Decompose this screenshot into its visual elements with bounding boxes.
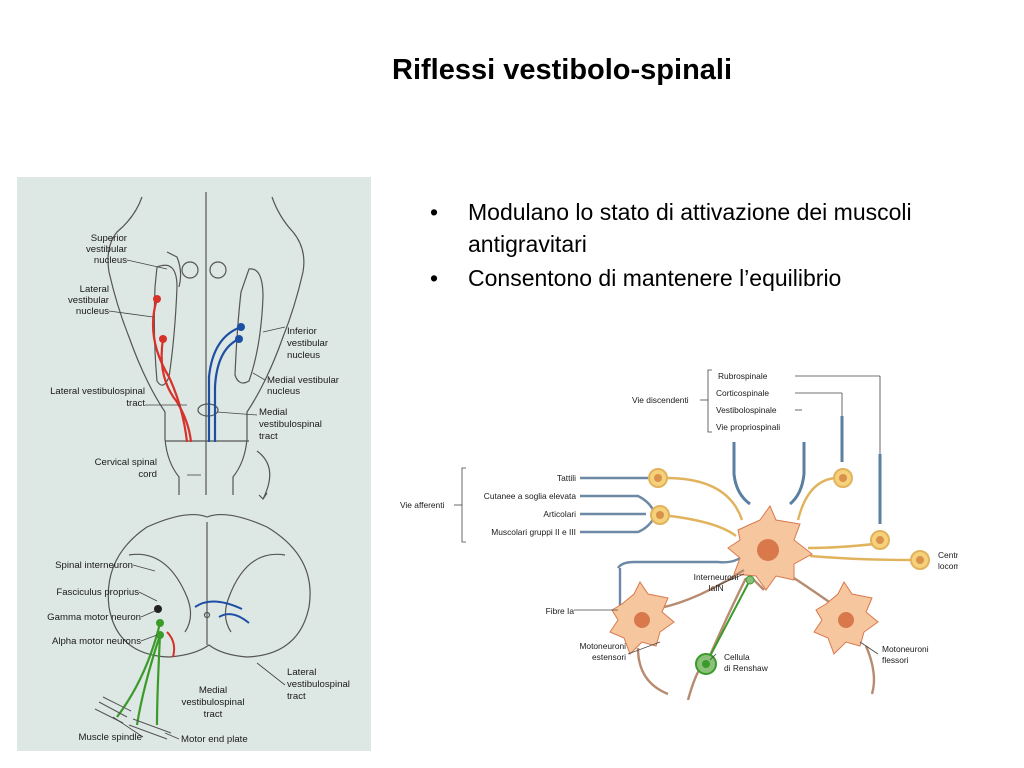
label-gamma: Gamma motor neuron (47, 612, 141, 623)
main-interneuron (727, 504, 813, 591)
label-med-tract-b3: tract (204, 709, 223, 720)
leader-lines (108, 259, 286, 740)
bullet-list: • Modulano lo stato di attivazione dei mu… (430, 196, 990, 296)
vestibulospinal-anatomy-figure: Superior vestibular nucleus Lateral vest… (17, 177, 371, 751)
label-centri-1: Centri spinali (938, 550, 958, 560)
label-mvst-1: Medial (259, 407, 287, 418)
label-vie-propriospinali: Vie propriospinali (716, 422, 780, 432)
label-motor-end-plate: Motor end plate (181, 734, 248, 745)
descending-bracket (700, 369, 881, 524)
label-moto-fl-1: Motoneuroni (882, 644, 929, 654)
motoneuron-estensori (609, 581, 675, 655)
label-superior-3: nucleus (94, 255, 127, 266)
label-interneuroni-1: Interneuroni (694, 572, 739, 582)
motoneuron-flessori (813, 581, 879, 655)
label-lat-tract-b3: tract (287, 691, 306, 702)
lateral-vestibulospinal-tract (151, 295, 193, 443)
label-inferior-1: Inferior (287, 326, 318, 337)
label-lateral-2: vestibular (68, 295, 110, 306)
label-lat-tract-b1: Lateral (287, 667, 316, 678)
label-rubrospinale: Rubrospinale (718, 371, 768, 381)
bullet-dot: • (430, 265, 439, 291)
label-spinal-interneuron: Spinal interneuron (55, 560, 133, 571)
label-vie-afferenti: Vie afferenti (400, 500, 445, 510)
bullet-dot: • (430, 199, 439, 225)
label-lvst-1: Lateral vestibulospinal (50, 386, 145, 397)
label-fibre-ia: Fibre Ia (546, 606, 575, 616)
label-alpha: Alpha motor neurons (52, 636, 141, 647)
label-med-tract-b2: vestibulospinal (182, 697, 245, 708)
right-leader-lines (574, 573, 879, 661)
label-moto-est-2: estensori (592, 652, 626, 662)
left-labels-middle: Medial vestibulospinal tract (182, 685, 245, 720)
medial-vestibulospinal-tract (207, 323, 245, 442)
label-articolari: Articolari (543, 509, 576, 519)
label-medial-vn-1: Medial vestibular (267, 375, 340, 386)
label-lateral-1: Lateral (80, 284, 109, 295)
label-superior-2: vestibular (86, 244, 128, 255)
bullet-item: • Modulano lo stato di attivazione dei mu… (430, 196, 990, 260)
label-tattili: Tattili (557, 473, 576, 483)
interneuron-inputs (665, 476, 911, 562)
afferent-bracket (454, 467, 466, 543)
label-cervical-1: Cervical spinal (95, 457, 157, 468)
label-muscolari: Muscolari gruppi II e III (491, 527, 576, 537)
label-muscle-spindle: Muscle spindle (79, 732, 142, 743)
bullet-text: Modulano lo stato di attivazione dei mus… (468, 199, 912, 257)
label-superior-1: Superior (91, 233, 128, 244)
label-inferior-2: vestibular (287, 338, 329, 349)
spinal-circuit-diagram: Rubrospinale Corticospinale Vestibolospi… (400, 369, 958, 700)
label-cellula-2: di Renshaw (724, 663, 769, 673)
label-fasciculus: Fasciculus proprius (56, 587, 139, 598)
label-inferior-3: nucleus (287, 350, 320, 361)
label-cervical-2: cord (138, 469, 157, 480)
label-medial-vn-2: nucleus (267, 386, 300, 397)
label-vie-discendenti: Vie discendenti (632, 395, 689, 405)
label-corticospinale: Corticospinale (716, 388, 769, 398)
spinal-cord-section (107, 514, 311, 658)
left-labels-end: Superior vestibular nucleus Lateral vest… (47, 233, 157, 743)
right-labels: Rubrospinale Corticospinale Vestibolospi… (400, 371, 958, 673)
left-labels-start: Inferior vestibular nucleus Medial vesti… (181, 326, 350, 745)
label-interneuroni-2: IaIN (708, 583, 723, 593)
label-lat-tract-b2: vestibulospinal (287, 679, 350, 690)
label-vestibolospinale: Vestibolospinale (716, 405, 777, 415)
spinal-neurons (116, 600, 250, 726)
descending-fibers (732, 416, 882, 524)
bullet-text: Consentono di mantenere l’equilibrio (468, 265, 842, 291)
label-med-tract-b1: Medial (199, 685, 227, 696)
afferent-fibers (580, 476, 747, 616)
label-moto-fl-2: flessori (882, 655, 909, 665)
label-moto-est-1: Motoneuroni (579, 641, 626, 651)
label-lvst-2: tract (126, 398, 145, 409)
label-mvst-2: vestibulospinal (259, 419, 322, 430)
label-lateral-3: nucleus (76, 306, 109, 317)
label-mvst-3: tract (259, 431, 278, 442)
input-cells (648, 468, 930, 570)
label-cutanee: Cutanee a soglia elevata (484, 491, 577, 501)
label-centri-2: locomotori (938, 561, 958, 571)
figure-background (17, 177, 371, 751)
label-cellula-1: Cellula (724, 652, 750, 662)
bullet-item: • Consentono di mantenere l’equilibrio (430, 262, 990, 294)
slide-title: Riflessi vestibolo-spinali (392, 54, 733, 86)
